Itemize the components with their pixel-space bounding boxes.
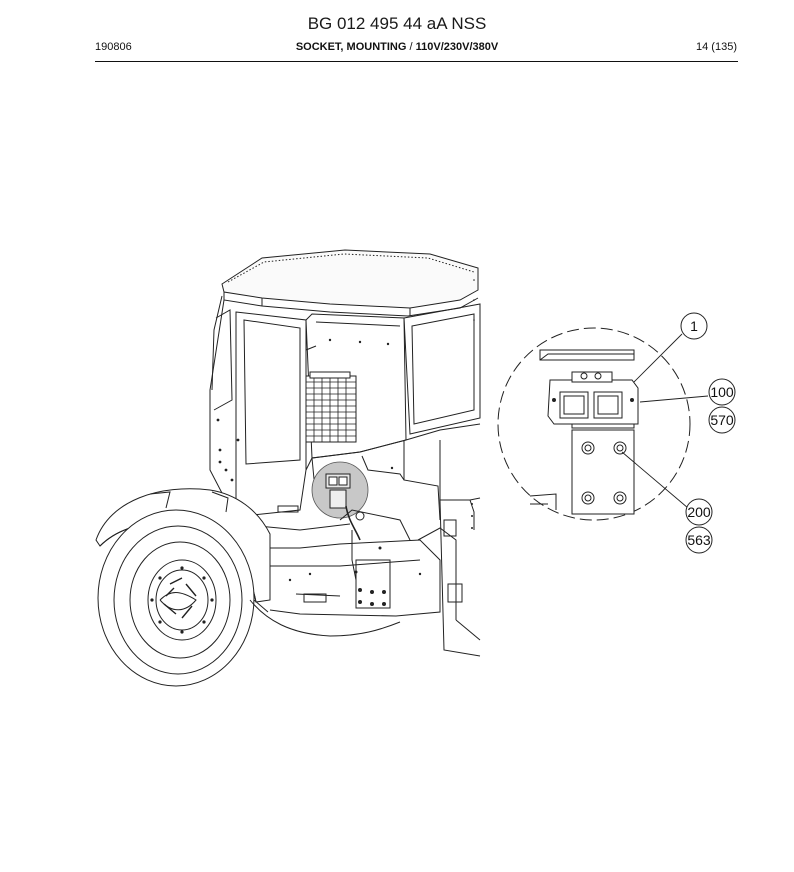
section-title-bold: SOCKET, MOUNTING bbox=[295, 41, 407, 53]
socket-location-highlight bbox=[311, 461, 369, 519]
detail-view bbox=[497, 327, 691, 521]
callout-200 bbox=[685, 498, 713, 526]
header-rule bbox=[95, 61, 738, 62]
callout-100-label: 100 bbox=[710, 384, 734, 400]
wheel bbox=[97, 509, 401, 687]
callout-570-label: 570 bbox=[710, 412, 734, 428]
callout-1 bbox=[680, 312, 708, 340]
callout-1-label: 1 bbox=[690, 318, 698, 334]
page-number: 14 (135) bbox=[696, 41, 737, 53]
callout-570 bbox=[708, 406, 736, 434]
callout-563 bbox=[685, 526, 713, 554]
cab-roof bbox=[221, 249, 479, 317]
document-number: BG 012 495 44 aA NSS bbox=[307, 14, 487, 33]
callout-563-label: 563 bbox=[687, 532, 711, 548]
section-title-separator: / bbox=[406, 41, 416, 53]
leader-lines bbox=[621, 333, 709, 509]
chassis-frame bbox=[262, 279, 481, 657]
callout-100 bbox=[708, 378, 736, 406]
callout-200-label: 200 bbox=[687, 504, 711, 520]
section-title: SOCKET, MOUNTING / 110V/230V/380V bbox=[0, 41, 794, 53]
section-title-voltage: 110V/230V/380V bbox=[415, 41, 499, 53]
date-code: 190806 bbox=[95, 41, 132, 53]
